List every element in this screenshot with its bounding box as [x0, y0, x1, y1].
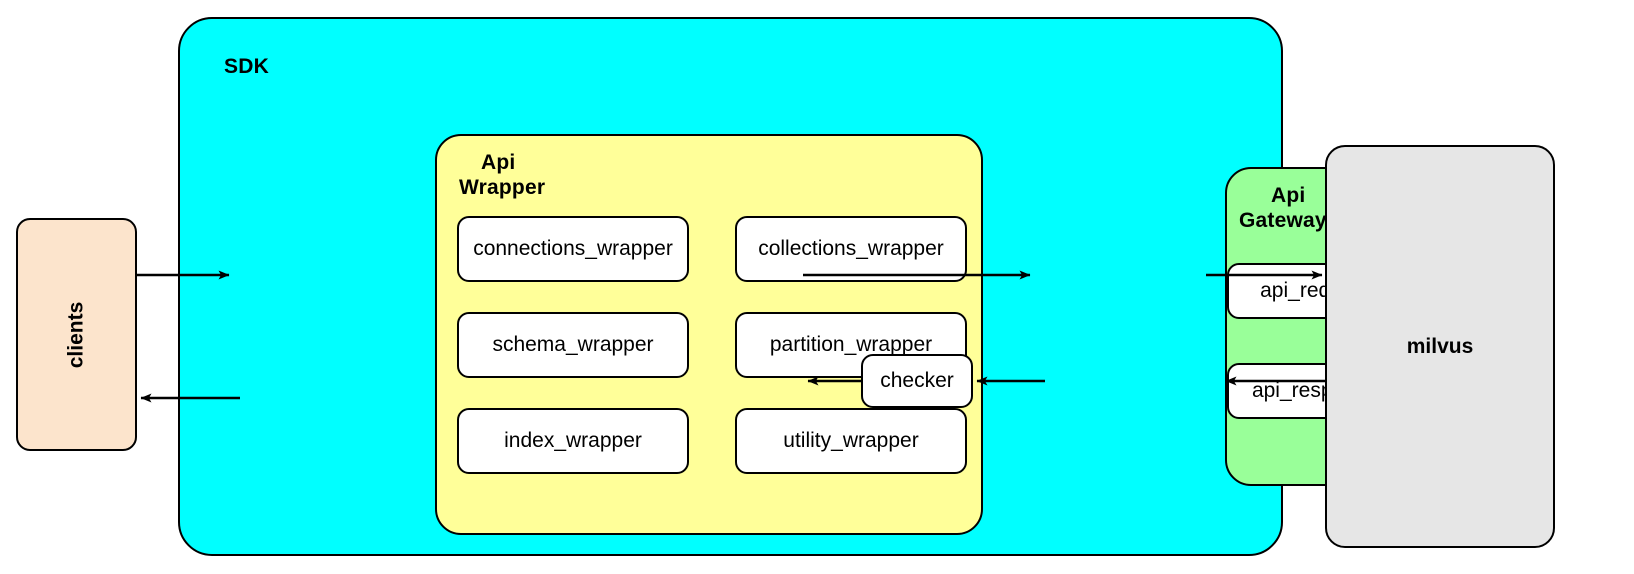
- node-partition-wrapper[interactable]: partition_wrapper: [735, 312, 967, 378]
- node-label: collections_wrapper: [758, 237, 944, 260]
- node-label: schema_wrapper: [492, 333, 654, 356]
- node-label: connections_wrapper: [473, 237, 673, 260]
- api-gateway-label: Api Gateway: [1239, 184, 1327, 232]
- sdk-label: SDK: [224, 55, 269, 78]
- node-label: partition_wrapper: [769, 333, 933, 356]
- node-index-wrapper[interactable]: index_wrapper: [457, 408, 689, 474]
- node-collections-wrapper[interactable]: collections_wrapper: [735, 216, 967, 282]
- node-milvus[interactable]: milvus: [1325, 145, 1555, 548]
- node-utility-wrapper[interactable]: utility_wrapper: [735, 408, 967, 474]
- node-label: checker: [880, 369, 954, 392]
- node-clients[interactable]: clients: [16, 218, 137, 451]
- api-wrapper-label: Api Wrapper: [459, 151, 546, 199]
- milvus-label: milvus: [1406, 334, 1474, 358]
- node-connections-wrapper[interactable]: connections_wrapper: [457, 216, 689, 282]
- clients-label: clients: [64, 301, 88, 368]
- container-sdk[interactable]: SDK Api Wrapper connections_wrapper coll…: [178, 17, 1415, 556]
- node-label: utility_wrapper: [783, 429, 919, 452]
- node-checker[interactable]: checker: [861, 354, 973, 408]
- node-label: index_wrapper: [504, 429, 642, 452]
- node-schema-wrapper[interactable]: schema_wrapper: [457, 312, 689, 378]
- container-api-wrapper[interactable]: Api Wrapper connections_wrapper collecti…: [435, 134, 983, 535]
